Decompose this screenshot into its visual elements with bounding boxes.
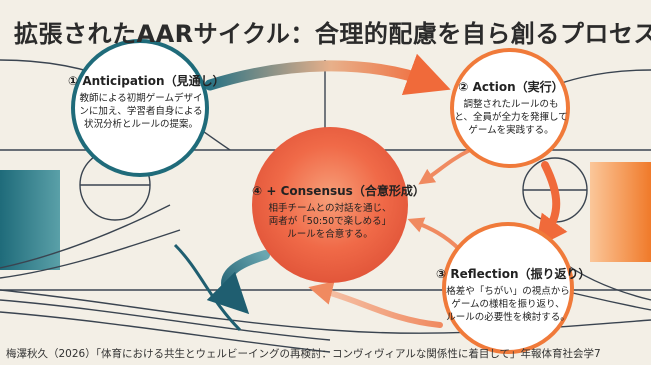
reflection-heading: ③ Reflection（振り返り）	[436, 267, 591, 281]
left-teal-band	[0, 170, 60, 270]
anticipation-line: 教師による初期ゲームデザイ	[79, 93, 203, 104]
reflection-line: ゲームの様相を振り返り、	[451, 299, 565, 310]
arrow-reflection-to-consensus-small	[407, 217, 462, 252]
action-line: ゲームを実践する。	[468, 125, 554, 136]
anticipation-description: 教師による初期ゲームデザイ ンに加え、学習者自身による 状況分析とルールの提案。	[68, 92, 214, 131]
right-orange-band	[590, 162, 651, 262]
anticipation-line: ンに加え、学習者自身による	[79, 106, 203, 117]
reflection-line: ルールの必要性を検討する。	[446, 312, 570, 323]
consensus-heading: ④ + Consensus（合意形成）	[252, 184, 425, 198]
consensus-line: 両者が「50:50で楽しめる」	[268, 216, 392, 227]
reflection-line: 格差や「ちがい」の視点から	[446, 286, 570, 297]
teal-curve	[173, 243, 242, 332]
consensus-line: ルールを合意する。	[287, 229, 373, 240]
anticipation-heading: ① Anticipation（見通し）	[68, 74, 225, 88]
consensus-line: 相手チームとの対話を通じ、	[268, 203, 392, 214]
consensus-description: 相手チームとの対話を通じ、 両者が「50:50で楽しめる」 ルールを合意する。	[252, 202, 408, 241]
arrow-action-to-reflection	[535, 161, 568, 248]
action-text: ② Action（実行） 調整されたルールのも と、全員が全力を発揮して ゲーム…	[448, 78, 574, 137]
action-heading: ② Action（実行）	[458, 80, 564, 94]
anticipation-node	[71, 39, 209, 177]
action-line: 調整されたルールのも	[463, 99, 559, 110]
arrow-consensus-return	[206, 250, 270, 315]
reflection-text: ③ Reflection（振り返り） 格差や「ちがい」の視点から ゲームの様相を…	[436, 265, 591, 324]
consensus-node	[252, 127, 408, 283]
arrow-reflection-to-consensus	[308, 281, 443, 328]
arrow-anticipation-to-action	[204, 53, 451, 96]
action-node	[450, 48, 570, 168]
anticipation-line: 状況分析とルールの提案。	[83, 119, 198, 130]
reflection-node	[442, 222, 574, 354]
action-line: と、全員が全力を発揮して	[454, 112, 568, 123]
anticipation-text: ① Anticipation（見通し） 教師による初期ゲームデザイ ンに加え、学…	[68, 72, 225, 131]
citation-footer: 梅澤秋久（2026）「体育における共生とウェルビーイングの再検討：コンヴィヴィア…	[6, 348, 601, 360]
consensus-text: ④ + Consensus（合意形成） 相手チームとの対話を通じ、 両者が「50…	[252, 182, 425, 241]
page-title: 拡張されたAARサイクル：合理的配慮を自ら創るプロセス	[14, 20, 651, 48]
action-description: 調整されたルールのも と、全員が全力を発揮して ゲームを実践する。	[448, 98, 574, 137]
arrow-action-to-consensus	[418, 148, 472, 185]
reflection-description: 格差や「ちがい」の視点から ゲームの様相を振り返り、 ルールの必要性を検討する。	[436, 285, 580, 324]
